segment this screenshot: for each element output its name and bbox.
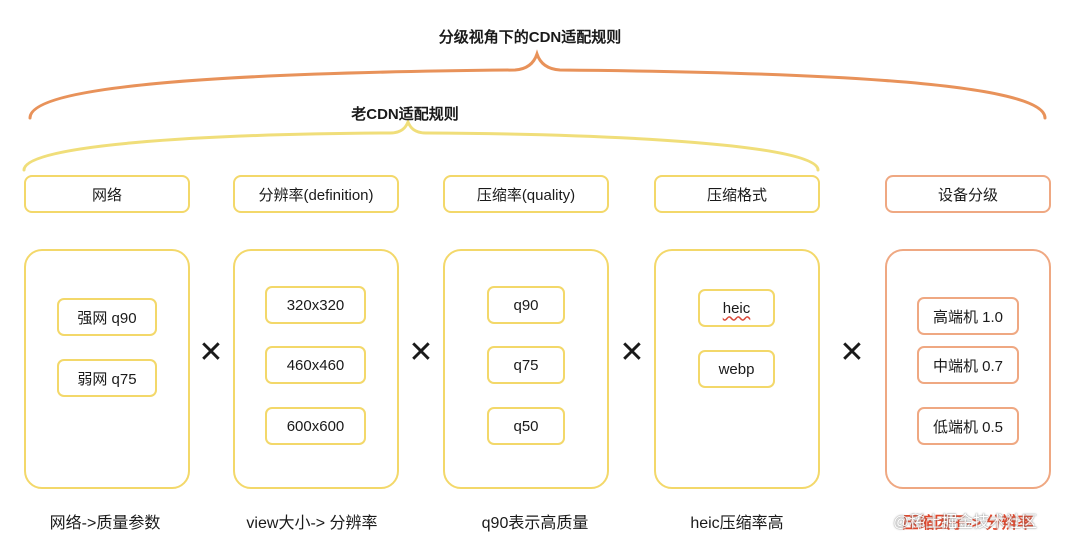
multiply-icon: ✕ [408, 336, 434, 369]
chip-device-high: 高端机 1.0 [917, 297, 1019, 335]
main-title: 分级视角下的CDN适配规则 [438, 29, 622, 46]
old-rules-title: 老CDN适配规则 [351, 106, 459, 123]
chip-strong-network: 强网 q90 [57, 298, 157, 336]
chip-device-mid: 中端机 0.7 [917, 346, 1019, 384]
multiply-icon: ✕ [619, 336, 645, 369]
caption-device-tier: 压缩因子-> 分辨率 [902, 515, 1034, 532]
chip-format-webp: webp [698, 350, 775, 388]
chip-definition-600: 600x600 [265, 407, 366, 445]
header-device-tier: 设备分级 [885, 175, 1051, 213]
header-network: 网络 [24, 175, 190, 213]
chip-quality-q90: q90 [487, 286, 565, 324]
caption-format: heic压缩率高 [690, 515, 784, 532]
chip-quality-q75: q75 [487, 346, 565, 384]
chip-definition-460: 460x460 [265, 346, 366, 384]
caption-quality: q90表示高质量 [481, 515, 589, 532]
chip-device-low: 低端机 0.5 [917, 407, 1019, 445]
multiply-icon: ✕ [198, 336, 224, 369]
header-definition: 分辨率(definition) [233, 175, 399, 213]
header-format: 压缩格式 [654, 175, 820, 213]
chip-weak-network: 弱网 q75 [57, 359, 157, 397]
multiply-icon: ✕ [839, 336, 865, 369]
watermark: @稀土掘金技术社区 [893, 514, 1038, 531]
inner-brace [22, 117, 820, 172]
chip-definition-320: 320x320 [265, 286, 366, 324]
outer-brace [28, 49, 1047, 120]
chip-format-heic-label: heic [722, 299, 751, 317]
caption-definition: view大小-> 分辨率 [246, 515, 378, 532]
caption-network: 网络->质量参数 [49, 515, 161, 532]
header-quality: 压缩率(quality) [443, 175, 609, 213]
chip-quality-q50: q50 [487, 407, 565, 445]
chip-format-heic: heic [698, 289, 775, 327]
